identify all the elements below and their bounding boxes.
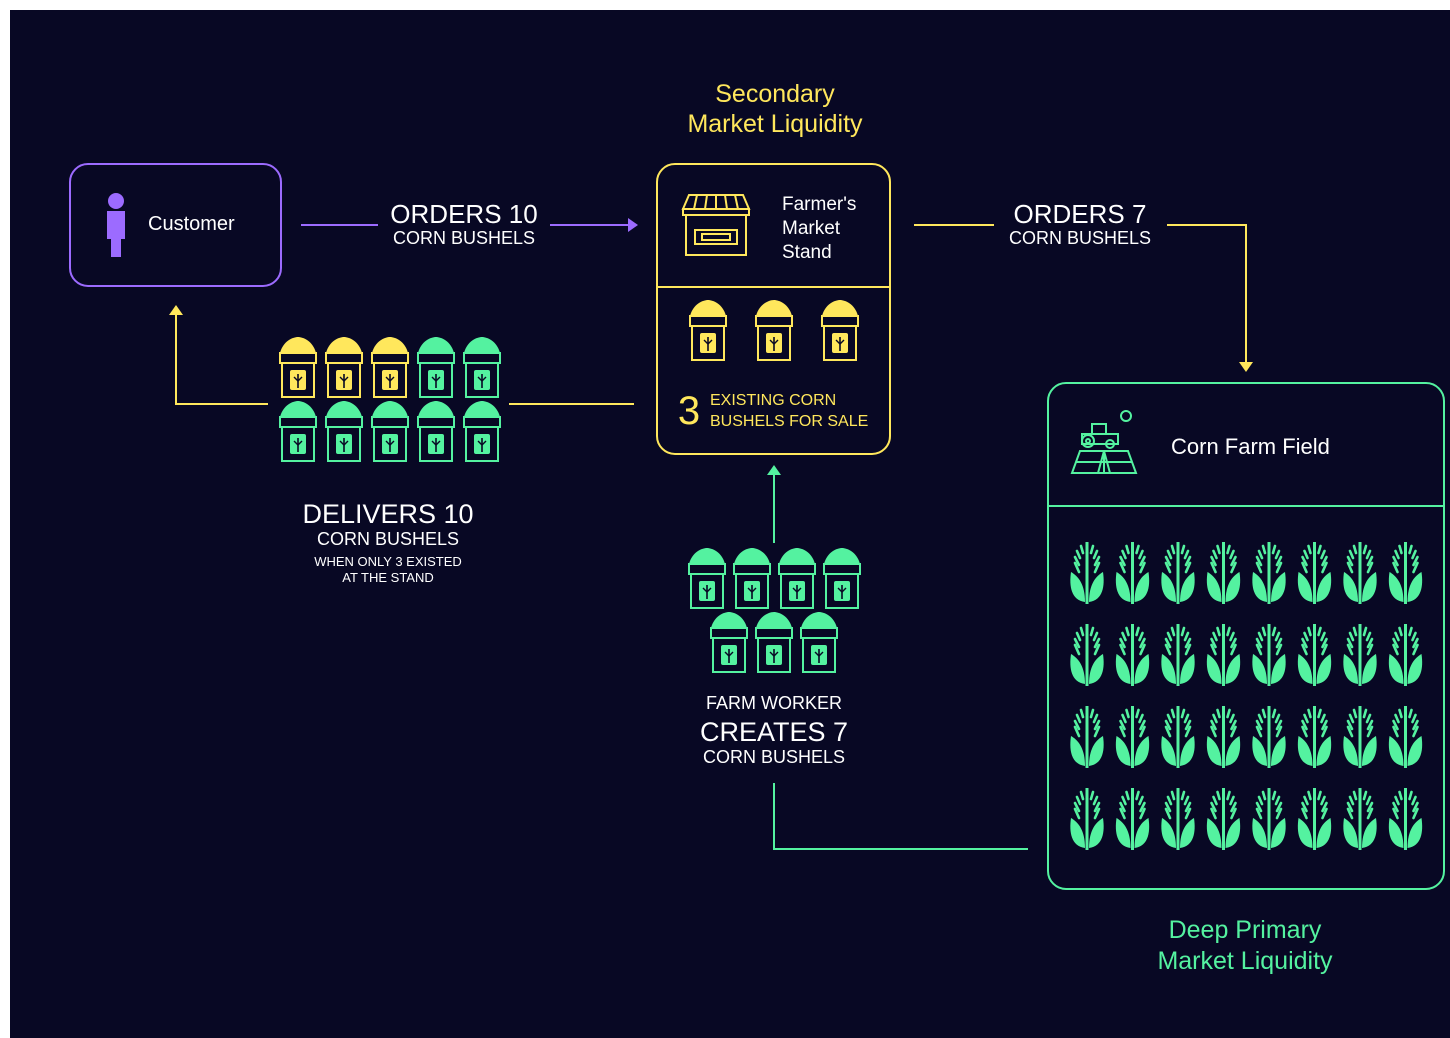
stand-count: 3 [677, 389, 701, 433]
corn-field-plants [1068, 540, 1424, 852]
stand-caption-line1: EXISTING CORN [710, 392, 837, 409]
stand-label-line2: Market [782, 218, 841, 239]
corn-plant-icon [1341, 704, 1379, 770]
diagram-canvas: Secondary Market Liquidity Deep Primary … [10, 10, 1450, 1038]
arrowhead [1239, 362, 1253, 372]
corn-plant-icon [1387, 704, 1424, 770]
corn-plant-icon [1341, 622, 1379, 688]
corn-plant-icon [1341, 540, 1379, 606]
corn-plant-icon [1387, 786, 1424, 852]
secondary-title: Secondary Market Liquidity [610, 82, 940, 137]
created-bushel-icon [800, 611, 838, 673]
stand-label-line3: Stand [782, 242, 832, 263]
creation-small: CORN BUSHELS [702, 747, 846, 767]
delivery-label: DELIVERS 10 CORN BUSHELS WHEN ONLY 3 EXI… [278, 499, 498, 585]
tractor-icon [1070, 410, 1138, 474]
stand-bushel-icon [755, 299, 793, 361]
stand-bushel-icon [821, 299, 859, 361]
corn-plant-icon [1159, 704, 1197, 770]
corn-plant-icon [1296, 540, 1333, 606]
created-bushel-icon [710, 611, 748, 673]
corn-plant-icon [1250, 540, 1288, 606]
created-bushel-icon [778, 547, 816, 609]
farm-label: Corn Farm Field [1171, 434, 1330, 459]
delivered-bushel-icon [279, 400, 317, 462]
order-stand-small: CORN BUSHELS [1008, 228, 1152, 248]
arrowhead [169, 305, 183, 315]
customer-box [69, 163, 282, 287]
corn-plant-icon [1068, 622, 1106, 688]
corn-plant-icon [1068, 704, 1106, 770]
corn-plant-icon [1159, 786, 1197, 852]
corn-plant-icon [1205, 540, 1242, 606]
delivered-bushel-icon [463, 400, 501, 462]
secondary-title-line2: Market Liquidity [687, 110, 863, 138]
stand-bushel-icon [689, 299, 727, 361]
corn-plant-icon [1387, 622, 1424, 688]
corn-plant-icon [1114, 786, 1151, 852]
arrowhead [628, 218, 638, 232]
arrowhead [767, 465, 781, 475]
creation-top: FARM WORKER [705, 693, 842, 713]
delivered-bushel-icon [417, 400, 455, 462]
corn-plant-icon [1250, 622, 1288, 688]
delivered-bushel-icon [279, 336, 317, 398]
person-icon [107, 193, 125, 257]
delivered-bushel-icon [325, 400, 363, 462]
corn-plant-icon [1205, 786, 1242, 852]
creation-big: CREATES 7 [699, 717, 849, 747]
delivered-bushel-icon [371, 400, 409, 462]
created-bushel-icon [823, 547, 861, 609]
corn-plant-icon [1114, 622, 1151, 688]
stand-box [656, 163, 891, 455]
creation-label: FARM WORKER CREATES 7 CORN BUSHELS [664, 694, 884, 766]
order-stand-label: ORDERS 7 CORN BUSHELS [986, 201, 1174, 247]
corn-plant-icon [1250, 786, 1288, 852]
corn-plant-icon [1068, 786, 1106, 852]
stand-caption: EXISTING CORN BUSHELS FOR SALE [710, 390, 880, 432]
order-stand-big: ORDERS 7 [1013, 199, 1147, 229]
corn-plant-icon [1068, 540, 1106, 606]
corn-plant-icon [1341, 786, 1379, 852]
stand-caption-line2: BUSHELS FOR SALE [710, 413, 869, 430]
corn-plant-icon [1205, 622, 1242, 688]
corn-plant-icon [1159, 622, 1197, 688]
corn-plant-icon [1205, 704, 1242, 770]
customer-label: Customer [148, 213, 235, 235]
corn-plant-icon [1296, 786, 1333, 852]
stand-label-line1: Farmer's [782, 194, 857, 215]
order-customer-big: ORDERS 10 [390, 199, 538, 229]
delivered-bushel-icon [417, 336, 455, 398]
primary-title: Deep Primary Market Liquidity [1080, 918, 1410, 974]
farm-box [1047, 382, 1445, 890]
delivered-bushel-icon [325, 336, 363, 398]
order-customer-label: ORDERS 10 CORN BUSHELS [370, 201, 558, 247]
corn-plant-icon [1114, 704, 1151, 770]
delivery-note-line2: AT THE STAND [342, 570, 434, 585]
secondary-title-line1: Secondary [715, 80, 835, 108]
created-bushel-icon [688, 547, 726, 609]
created-bushel-icon [755, 611, 793, 673]
market-stand-icon [681, 194, 751, 256]
corn-plant-icon [1159, 540, 1197, 606]
delivery-note-line1: WHEN ONLY 3 EXISTED [314, 554, 462, 569]
corn-plant-icon [1114, 540, 1151, 606]
created-bushel-icon [733, 547, 771, 609]
delivered-bushel-icon [371, 336, 409, 398]
primary-title-line1: Deep Primary [1168, 916, 1322, 944]
delivered-bushel-icon [463, 336, 501, 398]
corn-plant-icon [1387, 540, 1424, 606]
corn-plant-icon [1296, 622, 1333, 688]
order-customer-small: CORN BUSHELS [392, 228, 536, 248]
corn-plant-icon [1250, 704, 1288, 770]
corn-plant-icon [1296, 704, 1333, 770]
delivery-small: CORN BUSHELS [316, 529, 460, 549]
delivery-big: DELIVERS 10 [302, 499, 474, 529]
primary-title-line2: Market Liquidity [1157, 947, 1333, 975]
diagram-shapes [69, 163, 1445, 890]
stand-label: Farmer's Market Stand [782, 193, 882, 265]
